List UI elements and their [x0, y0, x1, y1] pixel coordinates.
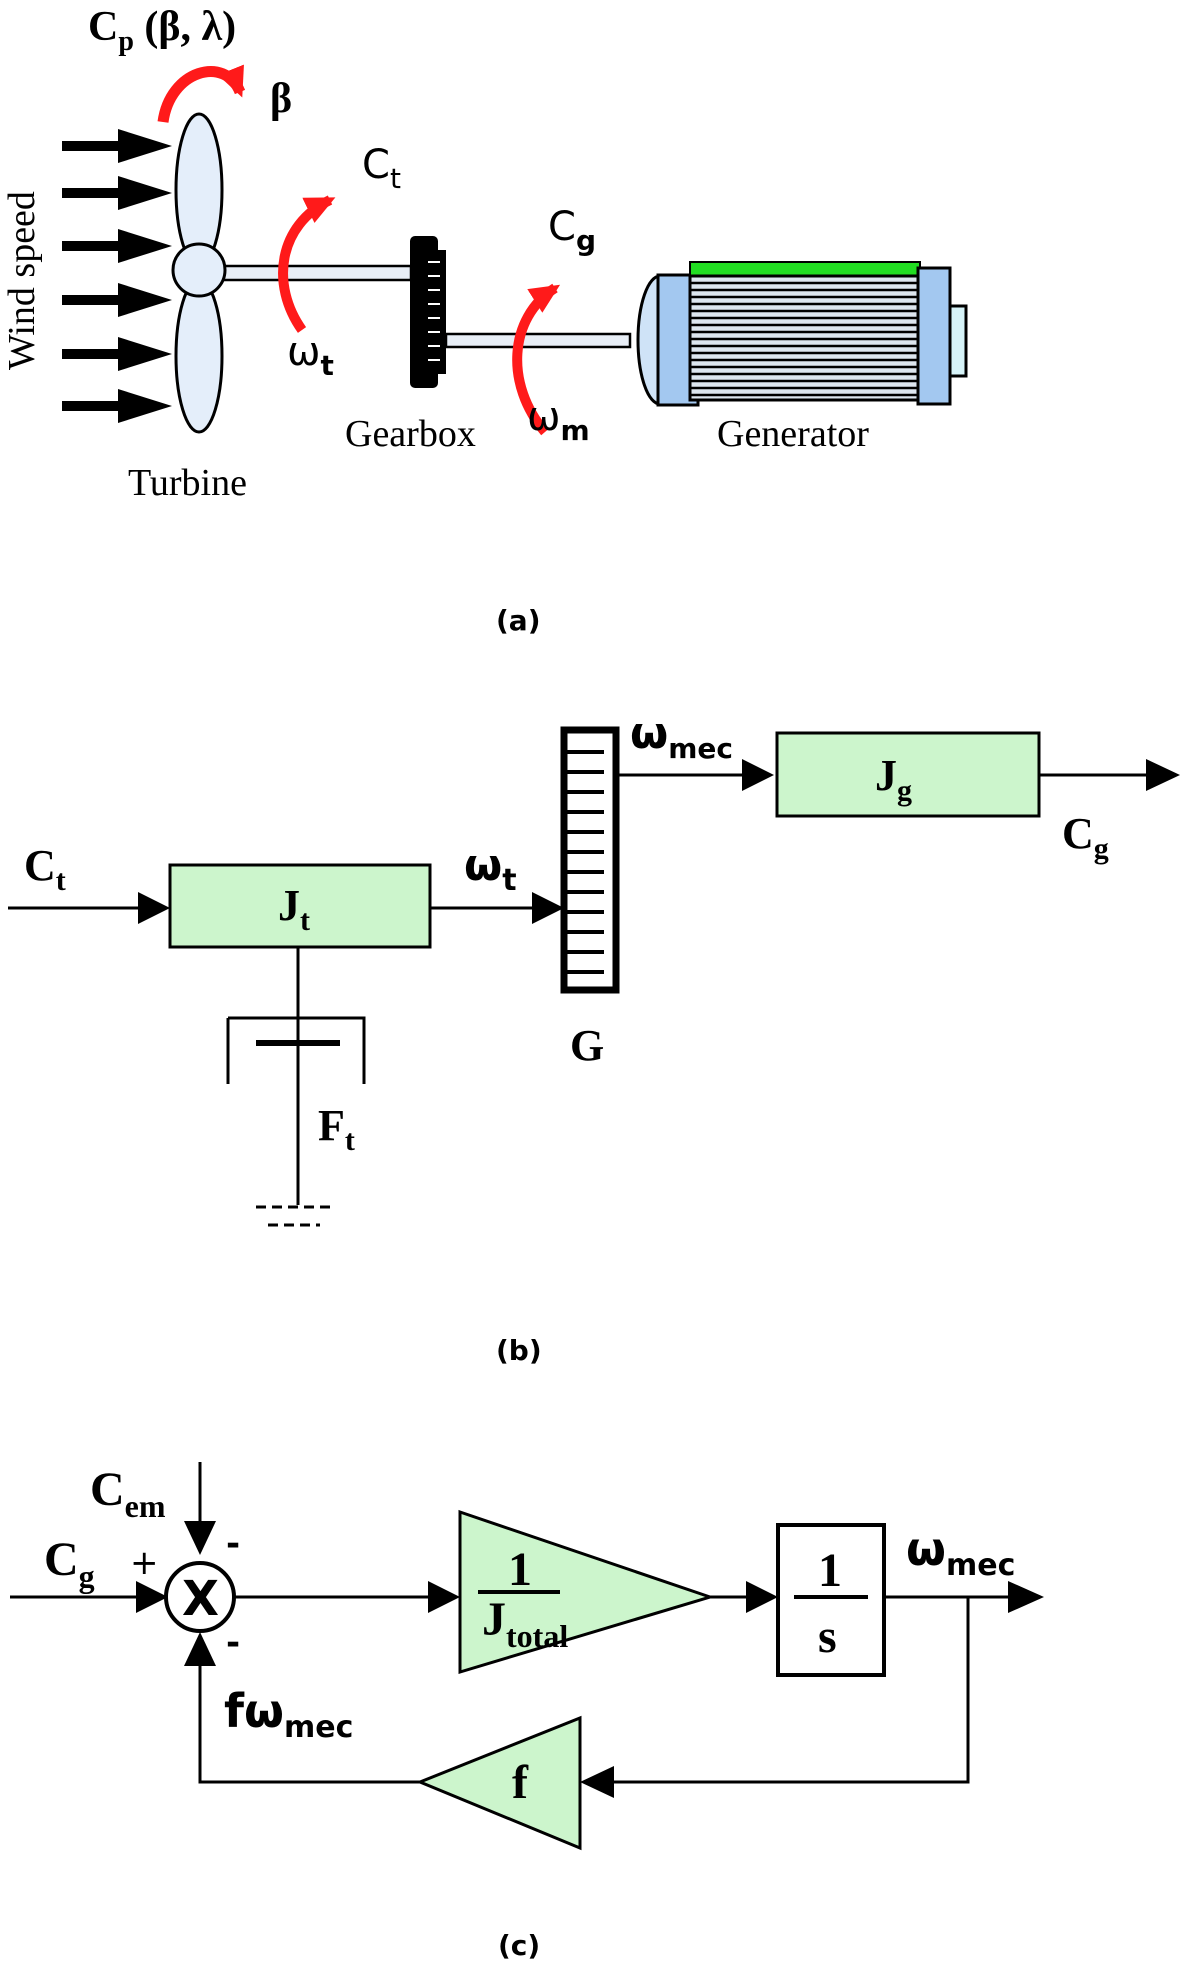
ct-label-a: Ct — [362, 142, 401, 195]
sum-symbol: X — [182, 1571, 219, 1627]
cem-input-arrowhead — [184, 1521, 216, 1555]
wmec-label-b: ωmec — [630, 708, 733, 765]
turbine-torque-arrow — [278, 195, 336, 333]
beta-label: β — [270, 76, 292, 122]
cem-label: Cem — [90, 1463, 166, 1524]
wmec-output-arrowhead — [1008, 1581, 1044, 1613]
jt-block — [168, 863, 432, 949]
ct-input-arrowhead — [138, 892, 170, 924]
cp-label: Cp (β, λ) — [88, 4, 236, 57]
wm-label-a: ωm — [527, 394, 590, 447]
gearbox-label: Gearbox — [345, 413, 476, 455]
cg-label-a: Cg — [548, 204, 596, 257]
jt-label: Jt — [278, 881, 310, 937]
gain-numerator: 1 — [508, 1543, 532, 1596]
int-numerator: 1 — [818, 1544, 842, 1597]
turbine — [171, 112, 413, 434]
int-denominator: s — [818, 1610, 837, 1663]
feedback-return-arrowhead — [184, 1632, 216, 1666]
wmec-label-c: ωmec — [906, 1522, 1015, 1583]
cg-input-arrowhead — [136, 1581, 168, 1613]
pitch-arrow — [157, 64, 246, 124]
friction-gain-block — [416, 1715, 582, 1851]
turbine-label: Turbine — [128, 462, 247, 504]
fwmec-label: fωmec — [224, 1684, 353, 1745]
jg-label: Jg — [875, 751, 912, 807]
wmec-arrowhead-b — [742, 759, 774, 791]
caption-a: (a) — [496, 604, 541, 637]
wind-arrows — [62, 129, 172, 423]
feedback-arrowhead — [580, 1766, 614, 1798]
cg-label-c: Cg — [44, 1533, 95, 1594]
wind-speed-label: Wind speed — [1, 191, 43, 370]
gain-to-int-arrowhead — [746, 1581, 778, 1613]
wind-arrow — [62, 129, 172, 163]
ft-label: Ft — [318, 1101, 355, 1157]
wt-label-a: ωt — [287, 329, 334, 382]
ct-label-b: Ct — [24, 841, 66, 897]
caption-c: (c) — [498, 1929, 540, 1962]
damper — [226, 947, 366, 1227]
generator — [636, 261, 968, 407]
wind-arrow — [62, 283, 172, 317]
panel-b: Ct Jt Ft ωt — [8, 708, 1180, 1367]
gearbox — [410, 236, 632, 388]
wind-arrow — [62, 229, 172, 263]
sum-to-gain-arrowhead — [428, 1581, 460, 1613]
plus-sign: + — [130, 1543, 159, 1583]
jg-block — [775, 731, 1041, 818]
gear-ratio — [560, 726, 620, 994]
wt-label-b: ωt — [464, 840, 517, 898]
wind-arrow — [62, 389, 172, 423]
feedback-return-path — [198, 1664, 420, 1784]
gear-label: G — [570, 1021, 604, 1070]
wind-arrow — [62, 176, 172, 210]
integrator-block — [776, 1523, 886, 1677]
minus-bottom: - — [226, 1623, 240, 1663]
caption-b: (b) — [496, 1334, 542, 1367]
feedback-path — [612, 1597, 970, 1784]
gain-block — [458, 1509, 715, 1675]
cg-label-b: Cg — [1062, 809, 1109, 865]
panel-a: Wind speed Cp (β, λ) β Ct ωt — [1, 4, 968, 637]
friction-gain-label: f — [512, 1756, 529, 1809]
wt-arrowhead — [532, 892, 564, 924]
minus-top: - — [226, 1524, 240, 1564]
panel-c: Cem - Cg + X - 1 Jtotal 1 s — [10, 1462, 1044, 1962]
wind-arrow — [62, 337, 172, 371]
generator-label: Generator — [717, 413, 869, 455]
generator-torque-arrow — [512, 283, 561, 436]
gain-denominator: Jtotal — [482, 1593, 568, 1654]
cg-output-arrowhead-b — [1146, 759, 1180, 791]
